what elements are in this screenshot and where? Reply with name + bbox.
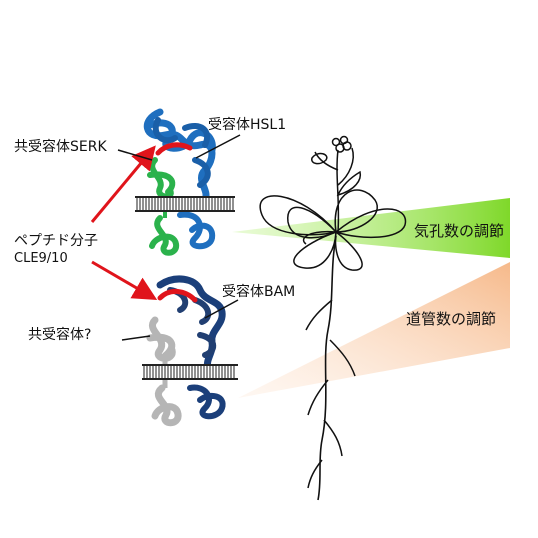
membrane-upper [135,196,235,212]
peptide-arrow-upper [90,145,156,223]
plant-illustration [259,135,407,501]
leader-unknown [121,335,151,341]
leader-bam [204,299,239,319]
label-xylem-regulation: 道管数の調節 [406,310,497,328]
leader-hsl1 [195,134,241,159]
label-receptor-bam: 受容体BAM [222,284,296,300]
label-stomata-regulation: 気孔数の調節 [414,222,505,240]
label-coreceptor-unknown: 共受容体? [28,327,92,343]
label-coreceptor-serk: 共受容体SERK [14,139,107,155]
bam-receptor-complex [146,275,226,427]
peptide-arrow-lower [91,260,158,301]
label-peptide: ペプチド分子 [14,233,98,249]
stomata-wedge [232,198,510,258]
label-receptor-hsl1: 受容体HSL1 [208,117,287,133]
xylem-wedge [238,262,510,398]
leader-serk [117,149,153,161]
membrane-lower [142,364,238,380]
label-peptide-cle: CLE9/10 [14,251,68,266]
hsl1-receptor-complex [144,108,216,256]
